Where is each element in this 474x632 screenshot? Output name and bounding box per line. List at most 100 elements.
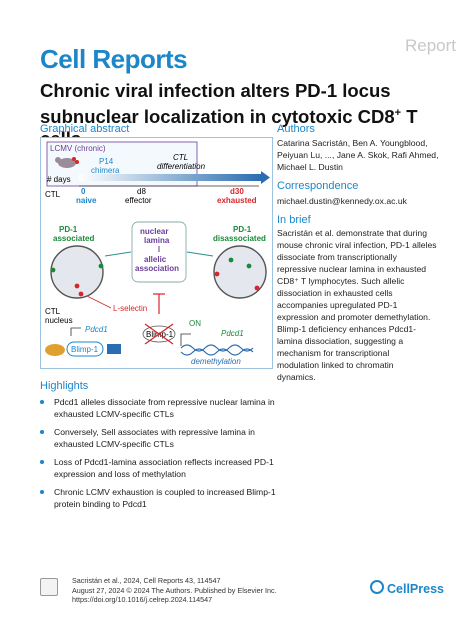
in-brief-line: accompanies upregulated PD-1 <box>277 300 398 310</box>
bullet-icon <box>40 490 44 494</box>
in-brief-line: expression and promoter demethylation. <box>277 312 431 322</box>
highlight-line: exhausted LCMV-specific CTLs <box>54 409 174 419</box>
highlight-line: Pdcd1 alleles dissociate from repressive… <box>54 397 275 407</box>
article-type: Report <box>404 36 456 55</box>
pd1-dis-label-2: disassociated <box>213 234 266 243</box>
p14-label: P14 <box>99 157 114 166</box>
in-brief-line: mechanism for transcriptional <box>277 348 390 358</box>
naive-label: naive <box>76 196 97 205</box>
authors-heading: Authors <box>277 123 315 135</box>
highlight-text: Chronic LCMV exhaustion is coupled to in… <box>54 486 279 510</box>
day0-label: 0 <box>81 187 86 196</box>
arrow-right <box>186 251 214 257</box>
demethylation-label: demethylation <box>191 357 241 366</box>
highlight-item: Pdcd1 alleles dissociate from repressive… <box>40 396 280 422</box>
lselectin-dot <box>254 285 260 291</box>
in-brief-line: dissociation in exhausted cells <box>277 288 393 298</box>
dna-block <box>107 344 121 354</box>
promoter-arrow-right <box>180 333 191 346</box>
highlight-line: Loss of Pdcd1-lamina association reflect… <box>54 457 274 467</box>
timeline-bar <box>79 174 261 181</box>
highlight-line: exhausted LCMV-specific CTLs <box>54 439 174 449</box>
mouse-icon <box>55 157 79 168</box>
in-brief-text: Sacristán et al. demonstrate that during… <box>277 227 467 383</box>
lselectin-dot <box>74 283 80 289</box>
pdcd1-right-label: Pdcd1 <box>221 329 244 338</box>
bullet-icon <box>40 460 44 464</box>
ctl-nucleus-label-2: nucleus <box>45 316 73 325</box>
highlight-text: Conversely, Sell associates with repress… <box>54 426 279 450</box>
lselectin-label: L-selectin <box>113 304 147 313</box>
citation-line: Sacristán et al., 2024, Cell Reports 43,… <box>72 576 221 585</box>
doi-link[interactable]: https://doi.org/10.1016/j.celrep.2024.11… <box>72 595 213 604</box>
in-brief-line: dynamics. <box>277 372 316 382</box>
allelic-label: allelic <box>144 255 167 264</box>
in-brief-heading: In brief <box>277 214 311 226</box>
blimp-left-box <box>66 341 104 357</box>
highlight-text: Pdcd1 alleles dissociate from repressive… <box>54 396 279 420</box>
bullet-icon <box>40 400 44 404</box>
cellpress-mark-icon <box>370 580 384 594</box>
in-brief-line: Sacristán et al. demonstrate that during <box>277 228 427 238</box>
title-sup: + <box>394 107 402 119</box>
differentiation-label: differentiation <box>157 162 206 171</box>
promoter-arrow <box>70 327 81 336</box>
citation-footer: Sacristán et al., 2024, Cell Reports 43,… <box>72 576 277 605</box>
pd1-dot <box>50 267 56 273</box>
arrow-left <box>104 251 132 257</box>
highlight-line: expression and loss of methylation <box>54 469 186 479</box>
ctl-diff-label: CTL <box>173 153 188 162</box>
pd1-assoc-label-1: PD-1 <box>59 225 78 234</box>
dna-wave <box>180 348 254 356</box>
association-label: association <box>135 264 179 273</box>
cellpress-logo: CellPress <box>370 580 444 596</box>
on-label: ON <box>189 319 201 328</box>
lselectin-pointer <box>86 295 112 309</box>
journal-name: Cell Reports <box>40 44 188 74</box>
lcmv-label: LCMV (chronic) <box>50 144 106 153</box>
graphical-abstract-figure: LCMV (chronic) P14 chimera CTL different… <box>45 141 270 366</box>
authors-text: Catarina Sacristán, Ben A. Youngblood, P… <box>277 138 439 172</box>
in-brief-line: repressive nuclear lamina in exhausted <box>277 264 427 274</box>
highlight-item: Chronic LCMV exhaustion is coupled to in… <box>40 486 280 512</box>
correspondence-email[interactable]: michael.dustin@kennedy.ox.ac.uk <box>277 196 407 206</box>
lamina-label: lamina <box>144 236 170 245</box>
dna-wave <box>180 344 254 352</box>
pdcd1-left-label: Pdcd1 <box>85 325 108 334</box>
chimera-label: chimera <box>91 166 120 175</box>
day8-label: d8 <box>137 187 146 196</box>
lselectin-dot <box>214 271 220 277</box>
exhausted-nucleus <box>213 245 267 299</box>
in-brief-line: dissociate from transcriptionally <box>277 252 397 262</box>
title-main: Chronic viral infection alters PD-1 locu… <box>40 80 395 128</box>
ctl-nucleus-label-1: CTL <box>45 307 61 316</box>
pd1-dot <box>98 263 104 269</box>
highlight-line: protein binding to Pdcd1 <box>54 499 147 509</box>
in-brief-line: Blimp-1 deficiency enhances Pdcd1- <box>277 324 417 334</box>
timeline-arrowhead <box>261 171 270 184</box>
pd1-dot <box>246 263 252 269</box>
ctl-label: CTL <box>45 190 61 199</box>
graphical-abstract-heading: Graphical abstract <box>40 123 130 135</box>
highlight-text: Loss of Pdcd1-lamina association reflect… <box>54 456 279 480</box>
pd1-dis-label-1: PD-1 <box>233 225 252 234</box>
blimp-left-label: Blimp-1 <box>71 345 99 354</box>
pd1-dot <box>228 257 234 263</box>
highlight-item: Loss of Pdcd1-lamina association reflect… <box>40 456 280 482</box>
highlights-heading: Highlights <box>40 380 89 392</box>
naive-nucleus <box>50 245 104 299</box>
bullet-icon <box>40 430 44 434</box>
lselectin-dot <box>78 291 84 297</box>
day30-label: d30 <box>230 187 244 196</box>
cross-line <box>144 323 174 345</box>
days-label: # days <box>47 175 71 184</box>
date-line: August 27, 2024 © 2024 The Authors. Publ… <box>72 585 277 595</box>
cellpress-label: CellPress <box>387 582 444 596</box>
pd1-assoc-label-2: associated <box>53 234 94 243</box>
correspondence-heading: Correspondence <box>277 180 359 192</box>
nuclear-label: nuclear <box>140 227 168 236</box>
graphical-abstract: LCMV (chronic) P14 chimera CTL different… <box>40 137 273 369</box>
open-access-badge-icon <box>40 578 58 596</box>
effector-label: effector <box>125 196 152 205</box>
highlight-line: Chronic LCMV exhaustion is coupled to in… <box>54 487 276 497</box>
